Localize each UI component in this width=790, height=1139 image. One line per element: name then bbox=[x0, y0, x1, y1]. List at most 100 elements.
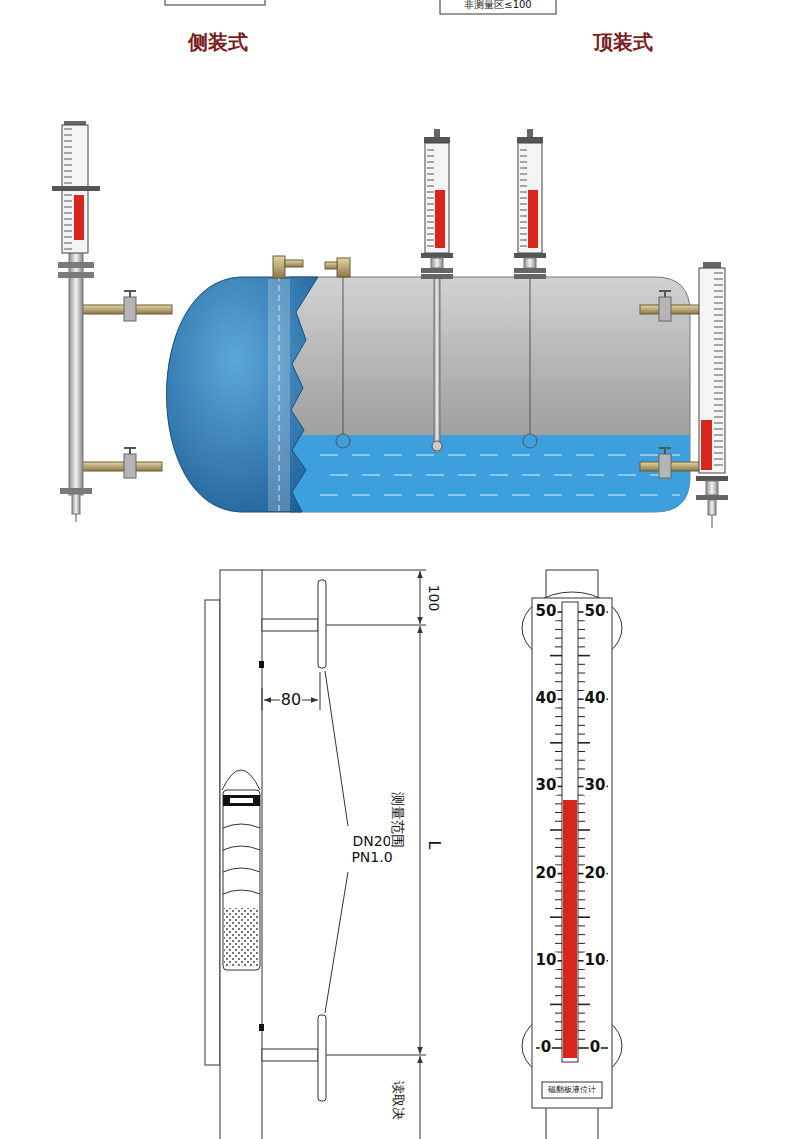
scale-tick bbox=[578, 664, 585, 665]
note-text: 非测量区≤100 bbox=[464, 0, 531, 11]
scale-tick bbox=[555, 673, 562, 674]
scale-tick bbox=[555, 925, 562, 926]
scale-number: 10 bbox=[535, 952, 558, 969]
nameplate-text: 磁翻板液位计 bbox=[548, 1085, 596, 1094]
scale-number: 20 bbox=[535, 865, 558, 882]
scale-tick bbox=[578, 681, 585, 682]
scale-tick bbox=[555, 908, 562, 909]
scale-tick bbox=[578, 986, 585, 987]
scale-number: 0 bbox=[589, 1039, 601, 1056]
section-heading: 侧装式 bbox=[188, 31, 248, 54]
scale-tick bbox=[578, 760, 585, 761]
scale-tick bbox=[578, 1004, 590, 1006]
scale-tick bbox=[555, 734, 562, 735]
scale-tick bbox=[578, 742, 590, 744]
scale-tick bbox=[555, 803, 562, 804]
dimension-value: 80 bbox=[280, 691, 302, 709]
scale-number: 0 bbox=[540, 1039, 552, 1056]
scale-number: 40 bbox=[535, 691, 558, 708]
scale-tick bbox=[578, 847, 585, 848]
scale-tick bbox=[578, 629, 585, 630]
scale-tick bbox=[555, 986, 562, 987]
scale-tick bbox=[578, 856, 585, 857]
scale-tick bbox=[578, 899, 585, 900]
scale-tick bbox=[555, 629, 562, 630]
scale-tick bbox=[578, 829, 590, 831]
scale-tick bbox=[578, 995, 585, 996]
dimension-value: 100 bbox=[426, 585, 442, 612]
scale-number: 50 bbox=[584, 603, 607, 620]
scale-tick bbox=[550, 829, 562, 831]
scale-tick bbox=[555, 1021, 562, 1022]
scale-tick bbox=[578, 934, 585, 935]
scale-tick bbox=[578, 1030, 585, 1031]
scale-number: 10 bbox=[584, 952, 607, 969]
scale-tick bbox=[555, 681, 562, 682]
scale-tick bbox=[550, 916, 562, 918]
dimension-value: L bbox=[425, 841, 443, 850]
scale-tick bbox=[555, 760, 562, 761]
scale-number: 40 bbox=[535, 691, 558, 708]
scale-tick bbox=[578, 716, 585, 717]
scale-tick bbox=[578, 673, 585, 674]
scale-tick bbox=[555, 978, 562, 979]
scale-tick bbox=[578, 812, 585, 813]
scale-tick bbox=[578, 768, 585, 769]
scale-number: 30 bbox=[584, 778, 607, 795]
scale-tick bbox=[555, 899, 562, 900]
nameplate-text: 磁翻板液位计 bbox=[548, 1085, 596, 1094]
section-heading: 侧装式 bbox=[188, 31, 248, 54]
scale-tick bbox=[555, 821, 562, 822]
scale-tick bbox=[578, 751, 585, 752]
scale-tick bbox=[578, 978, 585, 979]
scale-number: 30 bbox=[535, 778, 558, 795]
scale-number: 40 bbox=[584, 691, 607, 708]
scale-number: 20 bbox=[584, 865, 607, 882]
scale-tick bbox=[578, 925, 585, 926]
scale-tick bbox=[555, 812, 562, 813]
scale-tick bbox=[555, 838, 562, 839]
scale-tick bbox=[550, 1004, 562, 1006]
scale-tick bbox=[555, 1039, 562, 1040]
scale-number: 30 bbox=[584, 778, 607, 795]
section-heading: 顶装式 bbox=[593, 31, 653, 54]
scale-tick bbox=[555, 934, 562, 935]
scale-tick bbox=[578, 803, 585, 804]
scale-tick bbox=[555, 1013, 562, 1014]
scale-tick bbox=[555, 943, 562, 944]
scale-number: 50 bbox=[535, 603, 558, 620]
scale-tick bbox=[578, 725, 585, 726]
scale-number: 20 bbox=[584, 865, 607, 882]
scale-tick bbox=[578, 838, 585, 839]
scale-number: 30 bbox=[535, 778, 558, 795]
scale-tick bbox=[578, 646, 585, 647]
scale-number: 40 bbox=[584, 691, 607, 708]
scale-tick bbox=[578, 638, 585, 639]
scale-tick bbox=[555, 664, 562, 665]
dimension-label: 读取决 bbox=[391, 1081, 406, 1120]
scale-tick bbox=[578, 1039, 585, 1040]
scale-tick bbox=[555, 725, 562, 726]
scale-tick bbox=[555, 751, 562, 752]
section-heading: 顶装式 bbox=[593, 31, 653, 54]
scale-number: 50 bbox=[535, 603, 558, 620]
scale-tick bbox=[555, 847, 562, 848]
dimension-label: 读取决 bbox=[391, 1081, 406, 1120]
scale-tick bbox=[555, 716, 562, 717]
scale-tick bbox=[555, 646, 562, 647]
scale-tick bbox=[555, 891, 562, 892]
note-text: 非测量区≤100 bbox=[464, 0, 531, 11]
dimension-label: 测量范围 bbox=[390, 791, 406, 849]
scale-number: 20 bbox=[535, 865, 558, 882]
scale-tick bbox=[578, 821, 585, 822]
scale-tick bbox=[578, 1013, 585, 1014]
scale-number: 0 bbox=[589, 1039, 601, 1056]
dimension-value: L bbox=[425, 841, 443, 850]
scale-number: 0 bbox=[540, 1039, 552, 1056]
scale-number: 10 bbox=[535, 952, 558, 969]
scale-tick bbox=[578, 1021, 585, 1022]
dimension-label: 测量范围 bbox=[390, 791, 406, 849]
